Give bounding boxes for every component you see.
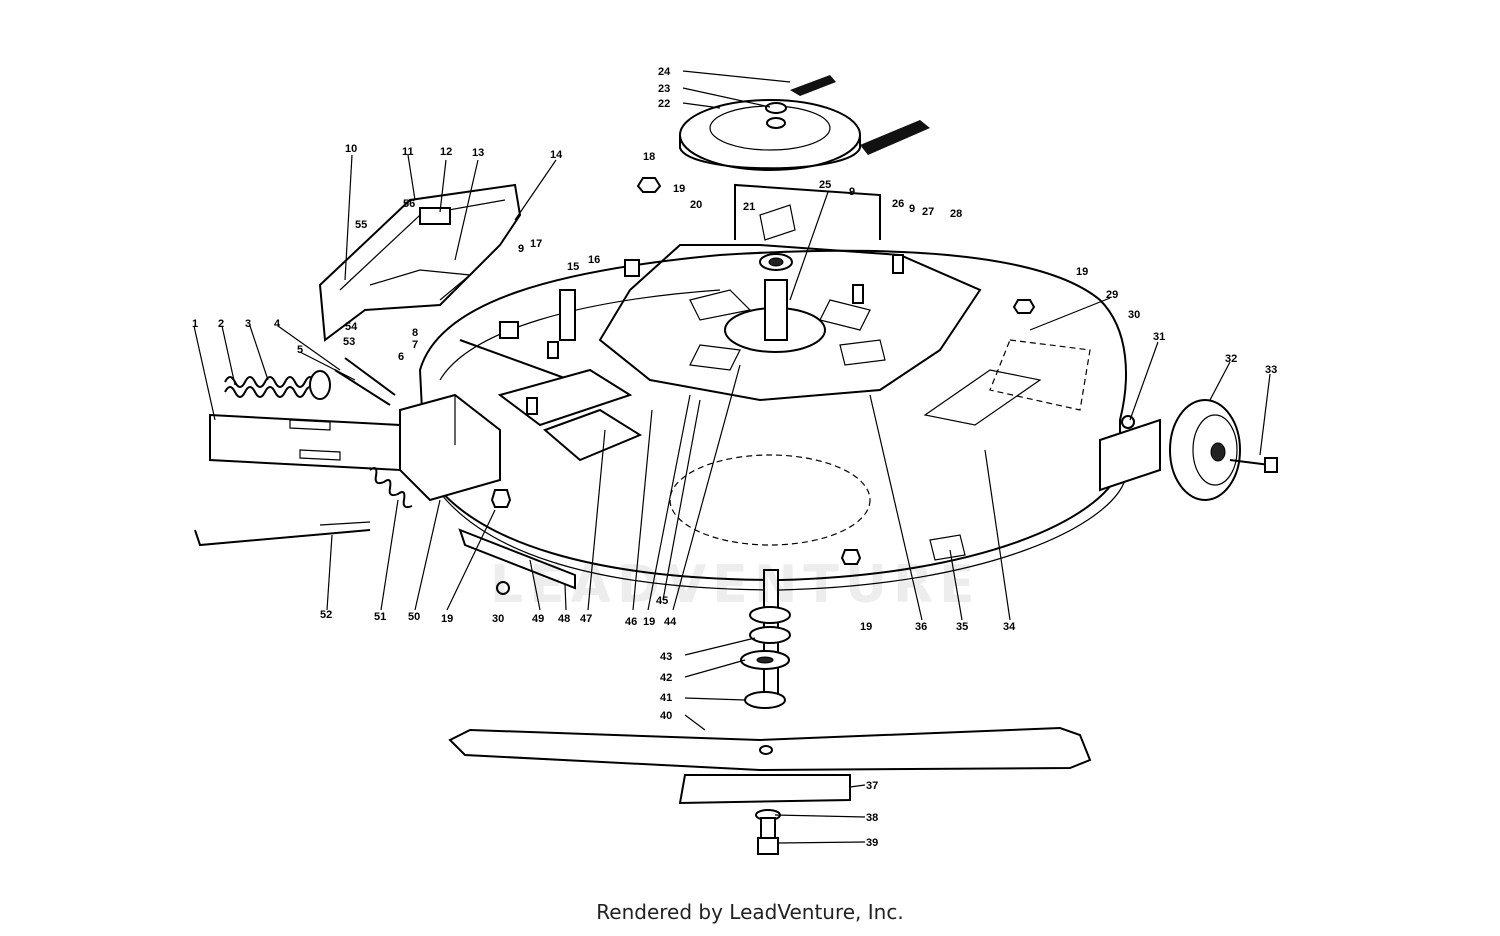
callout-24: 24	[658, 66, 671, 78]
callout-30-bottom: 30	[492, 613, 504, 625]
callout-31: 31	[1153, 331, 1165, 343]
callout-30-right: 30	[1128, 309, 1140, 321]
callout-55: 55	[355, 219, 367, 231]
callout-3: 3	[245, 318, 251, 330]
callout-43: 43	[660, 651, 672, 663]
callout-19-bottom-left: 19	[441, 613, 453, 625]
spindle-housing	[759, 253, 793, 341]
callout-7: 7	[412, 339, 418, 351]
callout-46: 46	[625, 616, 637, 628]
callout-52: 52	[320, 609, 332, 621]
belt-guard	[734, 183, 881, 241]
rendered-by-caption: Rendered by LeadVenture, Inc.	[596, 900, 904, 924]
callout-19-top: 19	[673, 183, 685, 195]
callout-21: 21	[743, 201, 755, 213]
rod-8	[459, 339, 571, 381]
callout-40: 40	[660, 710, 672, 722]
callout-2: 2	[218, 318, 224, 330]
callout-11: 11	[402, 146, 414, 158]
callout-19-bottom-right: 19	[860, 621, 872, 633]
callout-56: 56	[403, 198, 415, 210]
spindle-shaft	[740, 569, 791, 709]
spring-51	[369, 467, 413, 509]
callout-36: 36	[915, 621, 927, 633]
callout-28: 28	[950, 208, 962, 220]
spring-2-3	[224, 370, 331, 400]
callout-4: 4	[274, 318, 281, 330]
callout-13: 13	[472, 147, 484, 159]
callout-51: 51	[374, 611, 386, 623]
callout-34: 34	[1003, 621, 1016, 633]
blade-adapter	[678, 774, 851, 855]
callout-39: 39	[866, 837, 878, 849]
callout-47: 47	[580, 613, 592, 625]
callout-9-left: 9	[518, 243, 524, 255]
callout-19-bottom-mid: 19	[643, 616, 655, 628]
callout-5: 5	[297, 344, 303, 356]
decal-34	[923, 369, 1042, 426]
callout-18: 18	[643, 151, 655, 163]
pulley-assembly	[679, 99, 861, 171]
callout-42: 42	[660, 672, 672, 684]
callout-23: 23	[658, 83, 670, 95]
callout-49: 49	[532, 613, 544, 625]
callout-32: 32	[1225, 353, 1237, 365]
callout-53: 53	[343, 336, 355, 348]
height-adjust-bracket	[209, 393, 501, 502]
callout-44: 44	[664, 616, 677, 628]
baffle	[458, 528, 576, 590]
callout-50: 50	[408, 611, 420, 623]
rod-52	[194, 521, 371, 547]
discharge-chute	[318, 183, 522, 342]
callout-54: 54	[345, 321, 358, 333]
callout-41: 41	[660, 692, 672, 704]
callout-6: 6	[398, 351, 404, 363]
hardware	[490, 177, 1135, 595]
callout-37: 37	[866, 780, 878, 792]
leader-lines	[193, 70, 1271, 844]
callout-19-right: 19	[1076, 266, 1088, 278]
callout-9-right: 9	[909, 203, 915, 215]
mower-deck	[418, 249, 1127, 591]
callout-25: 25	[819, 179, 831, 191]
callout-8: 8	[412, 327, 418, 339]
callout-15: 15	[567, 261, 579, 273]
callout-29: 29	[1106, 289, 1118, 301]
callout-labels: 24 23 22 10 11 12 13 14 18 19 56 55 17 2…	[192, 66, 1277, 849]
callout-10: 10	[345, 143, 357, 155]
callout-1: 1	[192, 318, 198, 330]
callout-12: 12	[440, 146, 452, 158]
callout-14: 14	[550, 149, 563, 161]
callout-33: 33	[1265, 364, 1277, 376]
callout-27: 27	[922, 206, 934, 218]
callout-17: 17	[530, 238, 542, 250]
callout-22: 22	[658, 98, 670, 110]
drive-belt	[790, 75, 930, 155]
watermark: LEADVENTURE	[490, 555, 981, 615]
rod-4-5	[334, 357, 396, 406]
callout-35: 35	[956, 621, 968, 633]
callout-38: 38	[866, 812, 878, 824]
gauge-wheel	[1099, 399, 1278, 501]
callout-48: 48	[558, 613, 570, 625]
callout-45: 45	[656, 595, 668, 607]
callout-9-top: 9	[849, 186, 855, 198]
callout-20: 20	[690, 199, 702, 211]
decal-35	[929, 534, 966, 561]
callout-16: 16	[588, 254, 600, 266]
mower-blade	[448, 726, 1092, 772]
callout-26: 26	[892, 198, 904, 210]
